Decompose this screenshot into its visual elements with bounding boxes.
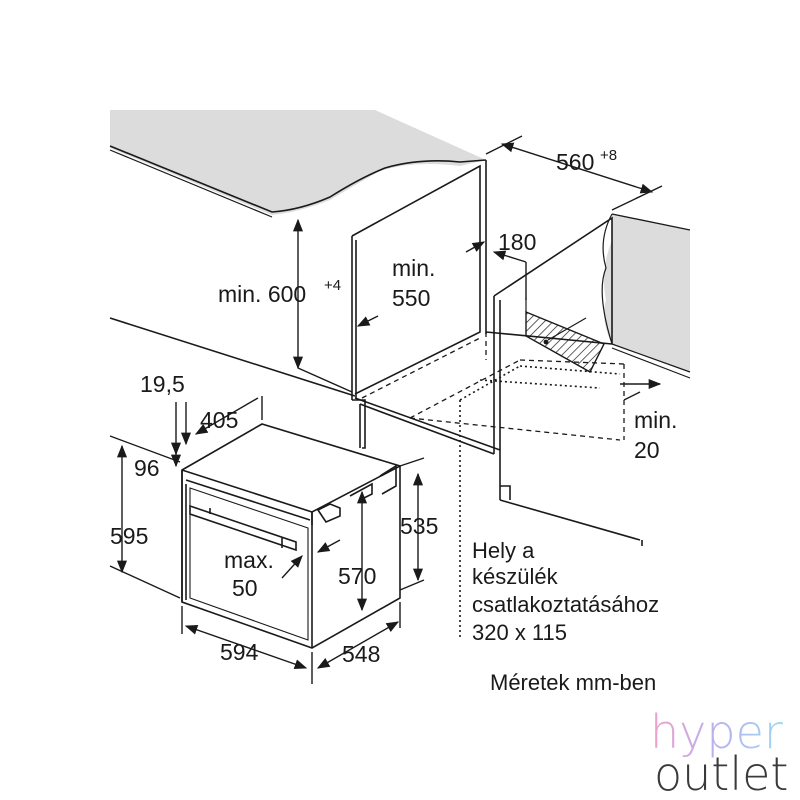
label-gap-min-1: min. bbox=[634, 407, 677, 433]
connection-box bbox=[525, 298, 605, 373]
units-note: Méretek mm-ben bbox=[490, 670, 656, 695]
label-width-tol: +8 bbox=[600, 147, 617, 164]
cabinet-labels: min. 600 +4 min. 550 560 +8 180 min. 20 bbox=[218, 147, 677, 463]
oven-labels: 19,5 405 96 595 max. 50 570 535 594 548 bbox=[110, 371, 438, 667]
label-offset: 19,5 bbox=[140, 371, 185, 397]
hidden-edges bbox=[361, 332, 625, 441]
label-width: 594 bbox=[220, 639, 259, 665]
label-door-depth: 405 bbox=[200, 407, 238, 433]
label-panel-height: 96 bbox=[134, 455, 160, 481]
label-total-height: 595 bbox=[110, 523, 148, 549]
oven-body bbox=[181, 423, 401, 649]
label-vent: 180 bbox=[498, 229, 536, 255]
label-body-height: 535 bbox=[400, 513, 438, 539]
connection-note: Hely a készülék csatlakoztatásához 320 x… bbox=[472, 538, 659, 645]
hyper-outlet-logo: hyper outlet bbox=[650, 705, 788, 800]
note-line-2: készülék bbox=[472, 564, 559, 589]
label-depth-min-2: 550 bbox=[392, 285, 430, 311]
connection-guides bbox=[459, 365, 621, 640]
logo-line-2: outlet bbox=[654, 747, 788, 800]
countertop-left bbox=[109, 110, 487, 218]
logo-line-1: hyper bbox=[650, 705, 783, 759]
note-line-1: Hely a bbox=[472, 538, 535, 563]
label-handle-max-1: max. bbox=[224, 547, 274, 573]
label-width: 560 bbox=[556, 149, 594, 175]
cabinet-niche bbox=[109, 160, 643, 546]
note-line-4: 320 x 115 bbox=[472, 620, 567, 645]
countertop-right bbox=[601, 213, 691, 379]
note-line-3: csatlakoztatásához bbox=[472, 592, 659, 617]
label-inner-height: 570 bbox=[338, 563, 376, 589]
label-height-tol: +4 bbox=[324, 277, 341, 294]
cabinet-dimensions bbox=[292, 135, 663, 401]
label-height-min: min. 600 bbox=[218, 281, 306, 307]
label-depth-min-1: min. bbox=[392, 255, 435, 281]
label-handle-max-2: 50 bbox=[232, 575, 258, 601]
label-gap-min-2: 20 bbox=[634, 437, 660, 463]
oven-dimensions bbox=[109, 396, 425, 684]
label-depth: 548 bbox=[342, 641, 380, 667]
